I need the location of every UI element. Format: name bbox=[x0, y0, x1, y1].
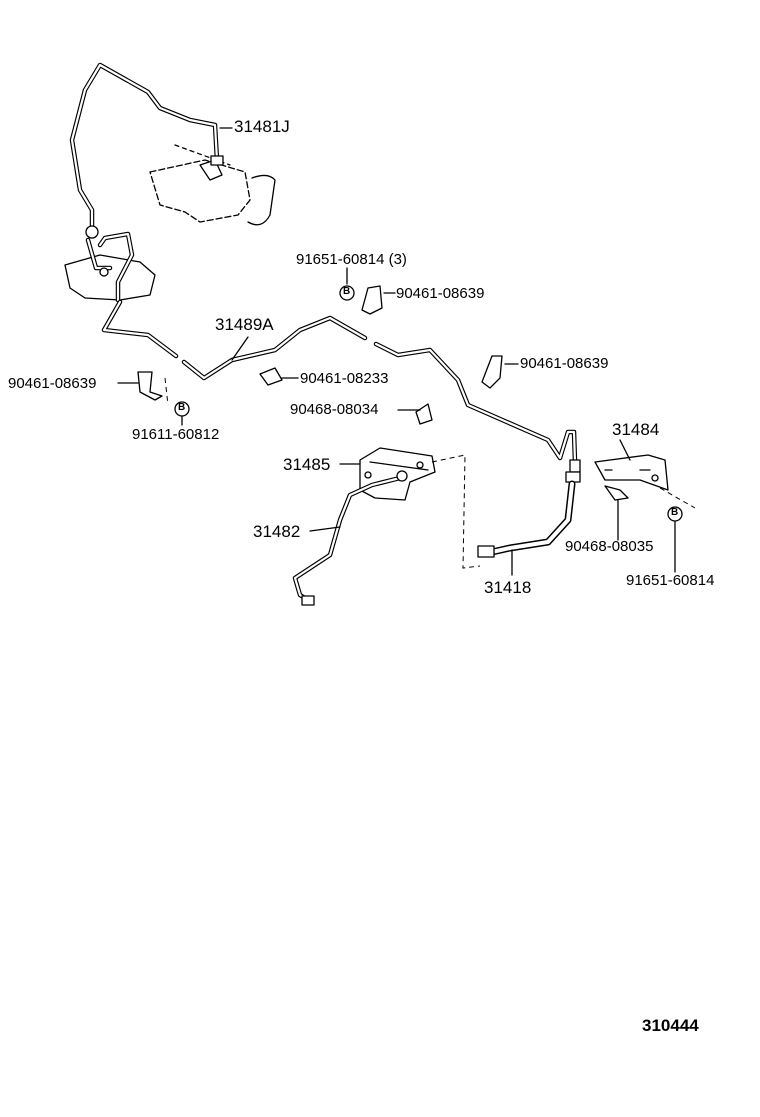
clip-90461-08639-right bbox=[481, 355, 503, 389]
pipe-31481J bbox=[69, 62, 224, 239]
label-91611-60812: 91611-60812 bbox=[132, 426, 220, 443]
label-90461-08233: 90461-08233 bbox=[300, 370, 389, 387]
pipe-31489A bbox=[101, 299, 581, 483]
union-block bbox=[64, 231, 156, 303]
hose-31418 bbox=[477, 480, 576, 558]
dashed-assembly-lines bbox=[164, 377, 696, 569]
label-31484: 31484 bbox=[612, 420, 660, 439]
clip-90468-08034 bbox=[415, 403, 433, 425]
diagram-code: 310444 bbox=[642, 1016, 699, 1035]
bolt-marker-letter: B bbox=[671, 507, 679, 518]
label-31481J: 31481J bbox=[234, 117, 290, 136]
bolt-91651-60814 bbox=[667, 506, 683, 522]
clip-90461-08639-top bbox=[361, 285, 383, 315]
label-90461-08639-right: 90461-08639 bbox=[520, 355, 609, 372]
bolt-marker-letter: B bbox=[343, 286, 351, 297]
clip-90461-08233 bbox=[259, 367, 283, 386]
label-91651-60814: 91651-60814 bbox=[626, 572, 715, 589]
leader-lines bbox=[117, 127, 676, 576]
label-31485: 31485 bbox=[283, 455, 331, 474]
bolt-91651-60814-3 bbox=[339, 285, 355, 301]
label-31482: 31482 bbox=[253, 522, 301, 541]
clip-90461-08639-left bbox=[137, 371, 163, 401]
bolt-marker-letter: B bbox=[178, 402, 186, 413]
label-31418: 31418 bbox=[484, 578, 532, 597]
label-31489A: 31489A bbox=[215, 315, 274, 334]
clip-90468-08035 bbox=[604, 485, 629, 501]
bracket-31484 bbox=[594, 454, 669, 491]
label-90468-08035: 90468-08035 bbox=[565, 538, 654, 555]
label-91651-60814-3: 91651-60814 (3) bbox=[296, 251, 407, 268]
label-90461-08639-top: 90461-08639 bbox=[396, 285, 485, 302]
label-90461-08639-left: 90461-08639 bbox=[8, 375, 97, 392]
label-90468-08034: 90468-08034 bbox=[290, 401, 379, 418]
pipe-31482 bbox=[292, 470, 408, 606]
